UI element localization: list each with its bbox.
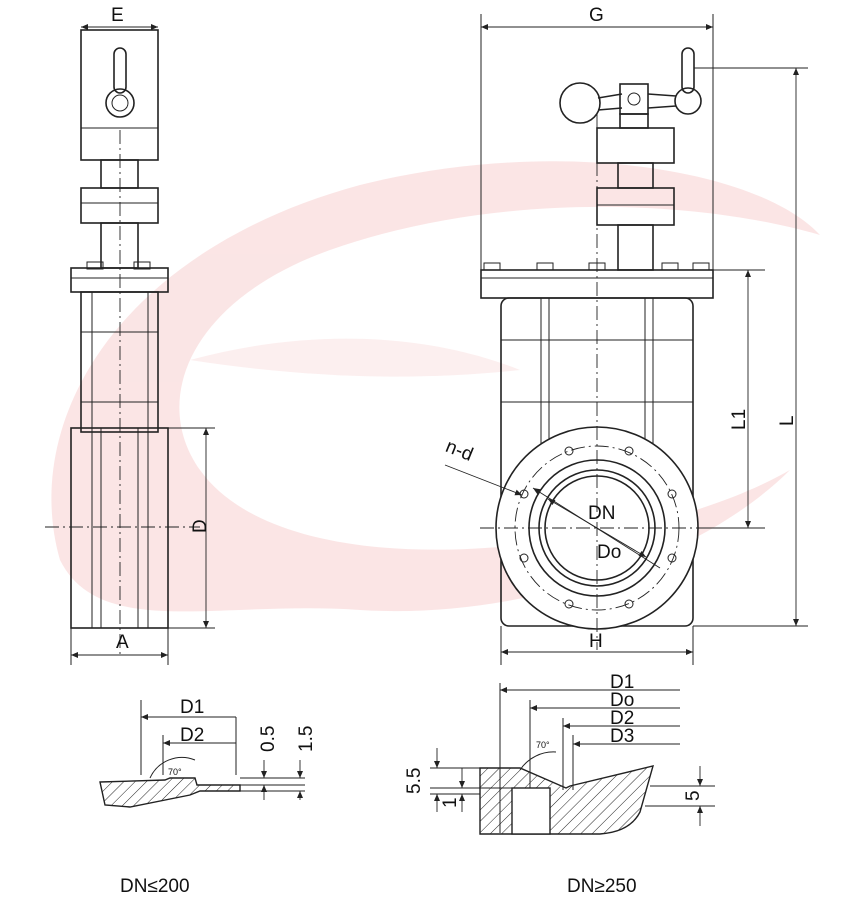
front-view: G	[443, 5, 808, 665]
detail-dn-large: D1 Do D2 D3 70° 5.5 1 5 DN≥250	[404, 672, 715, 897]
side-view: E D	[45, 5, 215, 665]
label-H: H	[589, 631, 603, 652]
watermark-logo	[51, 161, 820, 612]
detail-large-Do: Do	[610, 690, 634, 711]
label-A: A	[116, 632, 129, 653]
label-G: G	[589, 5, 604, 26]
handle-grip-icon	[681, 47, 695, 94]
label-E: E	[111, 5, 124, 26]
caption-dn-large: DN≥250	[567, 876, 637, 897]
detail-large-angle: 70°	[536, 740, 550, 750]
detail-large-D3: D3	[610, 726, 634, 747]
detail-small-1-5: 1.5	[296, 726, 317, 752]
handwheel-ball-icon	[559, 82, 601, 124]
detail-small-0-5: 0.5	[258, 726, 279, 752]
label-DN: DN	[588, 503, 615, 524]
caption-dn-small: DN≤200	[120, 876, 190, 897]
label-D: D	[190, 519, 211, 533]
handle-ring-icon	[105, 88, 135, 118]
detail-large-1: 1	[440, 797, 461, 808]
detail-small-D2: D2	[180, 725, 204, 746]
detail-large-D2: D2	[610, 708, 634, 729]
detail-dn-small: D1 D2 70° 0.5 1.5 DN≤200	[99, 697, 317, 897]
detail-small-D1: D1	[180, 697, 204, 718]
detail-large-5: 5	[683, 790, 704, 801]
detail-large-D1: D1	[610, 672, 634, 693]
label-L1: L1	[729, 409, 750, 430]
detail-small-angle: 70°	[168, 767, 182, 777]
label-n-d: n-d	[443, 436, 476, 466]
detail-large-5-5: 5.5	[404, 768, 425, 794]
label-L: L	[777, 415, 798, 426]
label-Do: Do	[597, 542, 621, 563]
